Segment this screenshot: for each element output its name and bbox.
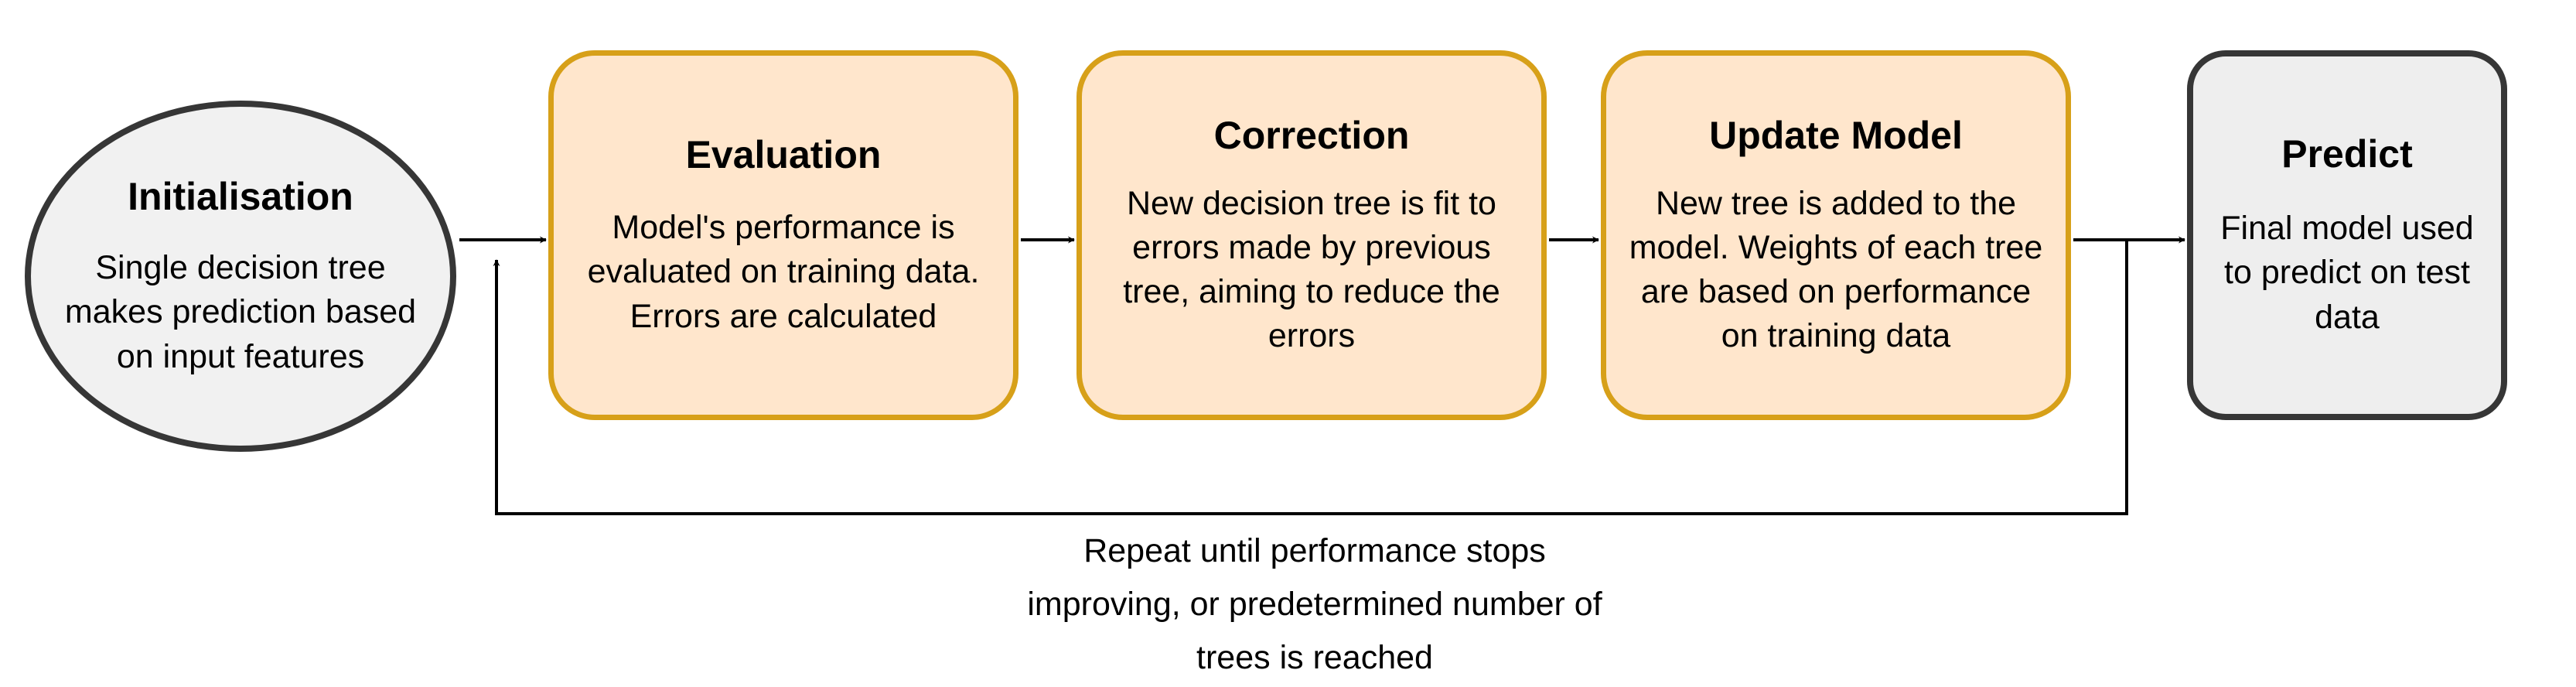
initialisation-title: Initialisation bbox=[128, 175, 353, 219]
correction-title: Correction bbox=[1213, 113, 1410, 157]
correction-node: Correction New decision tree is fit to e… bbox=[1076, 50, 1547, 420]
predict-description: Final model used to predict on test data bbox=[2220, 210, 2474, 336]
initialisation-description: Single decision tree makes prediction ba… bbox=[64, 249, 417, 375]
predict-node: Predict Final model used to predict on t… bbox=[2187, 50, 2507, 420]
update-model-node: Update Model New tree is added to the mo… bbox=[1601, 50, 2071, 420]
update-model-title: Update Model bbox=[1709, 113, 1963, 157]
loop-condition-label: Repeat until performance stops improving… bbox=[1027, 532, 1602, 676]
update-model-description: New tree is added to the model. Weights … bbox=[1629, 184, 2043, 355]
correction-description: New decision tree is fit to errors made … bbox=[1123, 184, 1500, 355]
evaluation-description: Model's performance is evaluated on trai… bbox=[587, 209, 980, 335]
predict-title: Predict bbox=[2281, 132, 2413, 176]
evaluation-title: Evaluation bbox=[685, 133, 882, 177]
initialisation-node: Initialisation Single decision tree make… bbox=[25, 101, 456, 452]
evaluation-node: Evaluation Model's performance is evalua… bbox=[548, 50, 1018, 420]
loop-back-arrow bbox=[493, 240, 2128, 515]
